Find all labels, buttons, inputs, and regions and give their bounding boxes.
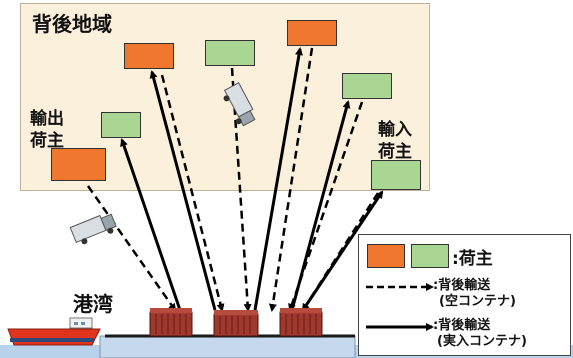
ship-icon	[7, 317, 101, 346]
solid-arrow-icon	[120, 138, 182, 311]
legend-importer-swatch	[411, 244, 449, 268]
port-label: 港湾	[73, 292, 113, 316]
legend-exporter-swatch	[367, 244, 405, 268]
exporter-box	[51, 148, 106, 181]
exporter-box	[287, 20, 337, 46]
legend-shipper-label: :荷主	[452, 249, 493, 269]
solid-arrow-icon	[149, 70, 217, 311]
importer-label-line2: 荷主	[378, 142, 412, 162]
solid-arrow-icon	[253, 47, 303, 311]
legend-empty-transport: :背後輸送 (空コンテナ)	[433, 278, 516, 310]
dashed-arrow-icon	[160, 74, 225, 312]
full-container-arrows	[120, 47, 384, 311]
exporter-box	[124, 43, 174, 69]
container-icon	[149, 308, 193, 337]
legend-empty-line1: :背後輸送	[433, 278, 491, 293]
importer-label: 輸入 荷主	[378, 119, 412, 163]
importer-box	[101, 112, 141, 138]
dashed-arrow-icon	[288, 101, 364, 312]
importer-label-line1: 輸入	[378, 120, 412, 140]
container-icon	[213, 310, 259, 337]
port-containers	[149, 308, 323, 337]
dashed-arrow-icon	[301, 192, 380, 312]
exporter-label: 輸出 荷主	[30, 108, 64, 152]
exporter-label-line2: 荷主	[30, 131, 64, 151]
exporter-label-line1: 輸出	[30, 109, 64, 129]
legend-empty-line2: (空コンテナ)	[439, 294, 516, 309]
importer-box	[205, 40, 255, 66]
container-icon	[279, 308, 323, 337]
empty-container-arrows	[86, 47, 380, 312]
legend-full-line1: :背後輸送	[433, 318, 491, 333]
hinterland-title: 背後地域	[32, 12, 112, 36]
importer-box	[342, 73, 392, 99]
legend-full-transport: :背後輸送 (実入コンテナ)	[433, 318, 527, 350]
solid-arrow-icon	[301, 190, 384, 311]
importer-box	[371, 160, 421, 190]
dashed-arrow-icon	[268, 47, 314, 312]
quay	[99, 335, 356, 358]
legend-full-line2: (実入コンテナ)	[437, 334, 527, 349]
truck-icon	[69, 213, 117, 245]
truck-icon	[223, 82, 256, 127]
